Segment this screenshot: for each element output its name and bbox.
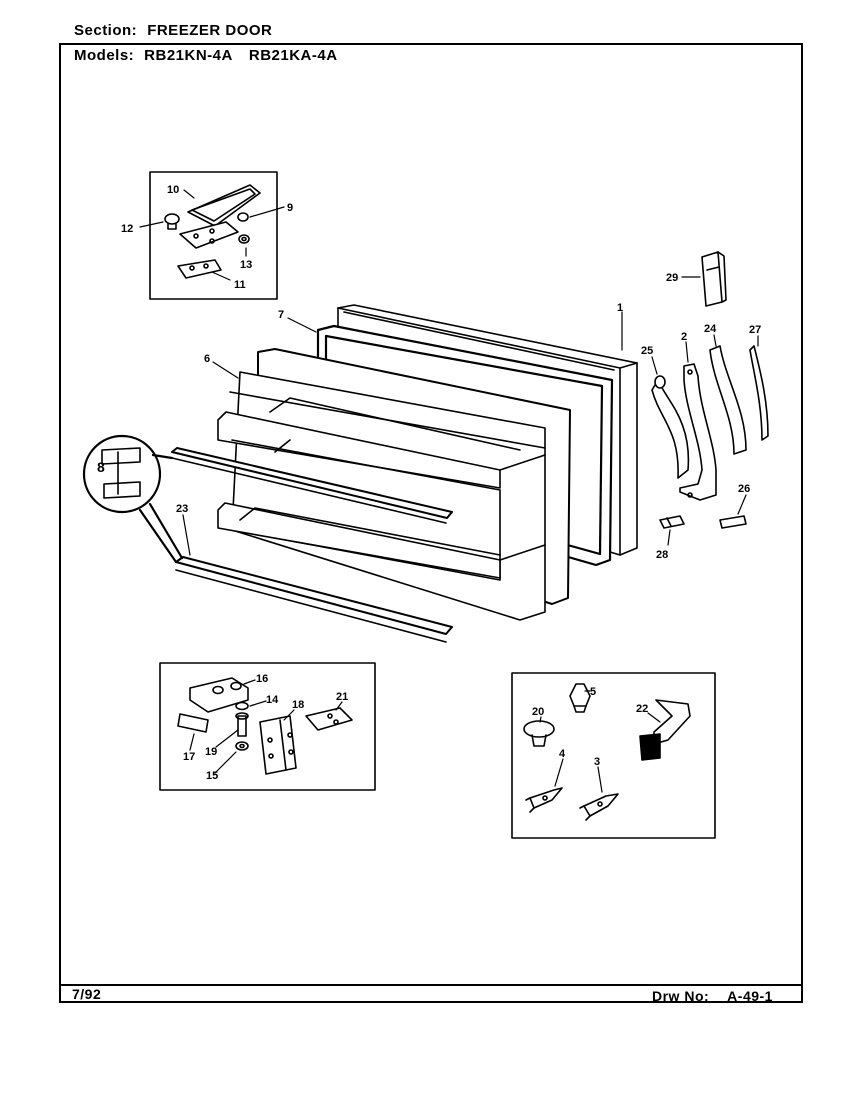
washer-15 [235, 741, 249, 751]
part-label-4: 4 [559, 748, 566, 760]
part-label-23: 23 [176, 503, 188, 515]
hinge-2 [679, 363, 717, 501]
detail-circle-8 [82, 434, 184, 564]
cover-24 [709, 345, 747, 455]
part-label-29: 29 [666, 272, 678, 284]
hinge-cover-10 [187, 184, 261, 227]
drawing-number-block: Drw No: A-49-1 [652, 988, 773, 1004]
drawing-number: A-49-1 [727, 988, 773, 1004]
shim-28 [659, 515, 685, 529]
drawing-date: 7/92 [72, 986, 102, 1002]
part-label-22: 22 [636, 703, 648, 715]
part-label-20: 20 [532, 706, 544, 718]
part-label-7: 7 [278, 309, 284, 321]
part-label-6: 6 [204, 353, 210, 365]
part-label-21: 21 [336, 691, 348, 703]
part-label-1: 1 [617, 302, 623, 314]
door-shelf-bar-23 [171, 447, 453, 643]
part-label-19: 19 [205, 746, 217, 758]
hinge-parts-inset-box [149, 171, 278, 300]
part-label-10: 10 [167, 184, 179, 196]
part-label-18: 18 [292, 699, 304, 711]
section-label: Section: [74, 22, 138, 39]
part-label-12: 12 [121, 223, 133, 235]
leader-lines [139, 189, 759, 793]
hinge-cover-25 [651, 375, 690, 479]
models-label: Models: [74, 47, 135, 64]
shelf-bracket-22 [639, 699, 691, 761]
footer-divider [59, 984, 803, 986]
model-number: RB21KA-4A [248, 47, 338, 64]
part-label-9: 9 [287, 202, 293, 214]
hinge-bracket-29 [701, 251, 727, 307]
hinge-pin-19 [235, 712, 249, 737]
shelf-support-3 [579, 793, 619, 821]
drawing-number-label: Drw No: [652, 988, 710, 1004]
part-label-25: 25 [641, 345, 653, 357]
hinge-bracket-16 [189, 677, 249, 713]
part-label-2: 2 [681, 331, 687, 343]
part-label-17: 17 [183, 751, 195, 763]
part-label-26: 26 [738, 483, 750, 495]
part-label-28: 28 [656, 549, 668, 561]
plug-12 [164, 213, 180, 230]
part-label-13: 13 [240, 259, 252, 271]
model-number: RB21KN-4A [144, 47, 233, 64]
hinge-plate-9 [179, 212, 249, 249]
hinge-hardware-inset-box [159, 662, 376, 791]
models-heading: Models: RB21KN-4A RB21KA-4A [74, 47, 354, 64]
part-label-24: 24 [704, 323, 717, 335]
shelf-hardware-inset-box [511, 672, 716, 839]
hinge-plate-18 [259, 715, 297, 775]
part-label-3: 3 [594, 756, 600, 768]
spacer-26 [719, 515, 747, 529]
part-label-27: 27 [749, 324, 761, 336]
part-label-14: 14 [266, 694, 279, 706]
shim-17 [177, 713, 209, 733]
section-heading: Section: FREEZER DOOR [74, 22, 272, 39]
part-label-16: 16 [256, 673, 268, 685]
section-value: FREEZER DOOR [147, 22, 273, 39]
shim-11 [177, 259, 222, 279]
part-label-5: 5 [590, 686, 596, 698]
part-label-15: 15 [206, 770, 218, 782]
washer-14 [235, 701, 249, 711]
drawing-frame [59, 43, 803, 1003]
part-label-8: 8 [97, 459, 105, 475]
part-label-11: 11 [234, 279, 246, 291]
washer-13 [238, 234, 250, 244]
shelf-support-4 [525, 787, 563, 813]
clip-5 [569, 683, 591, 713]
cap-20 [523, 720, 555, 747]
trim-27 [749, 345, 769, 441]
door-liner-6 [217, 348, 571, 621]
bracket-21 [305, 707, 353, 731]
